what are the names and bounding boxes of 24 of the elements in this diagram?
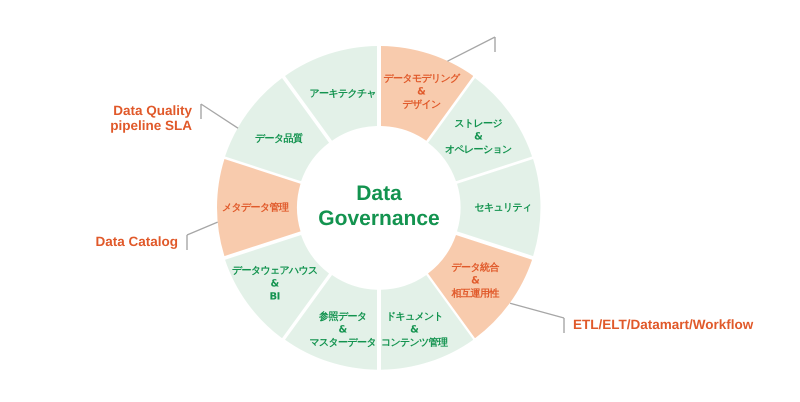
callout-label: ETL/ELT/Datamart/Workflow <box>573 317 754 332</box>
callout-label: Data Catalog <box>95 234 178 249</box>
ring-segment <box>285 275 378 370</box>
segment-label: ストレージ & オペレーション <box>445 118 512 157</box>
leader-line <box>510 302 565 334</box>
ring-segment <box>457 159 541 257</box>
ring-segment <box>225 234 330 338</box>
segment-label: データウェアハウス & BI <box>232 264 318 304</box>
segment-label: データモデリング & デザイン <box>383 72 460 112</box>
leader-line <box>447 36 496 62</box>
segment-label: メタデータ管理 <box>222 201 288 214</box>
segment-label: アーキテクチャ <box>309 88 376 101</box>
center-title: Data Governance <box>318 181 440 231</box>
ring-segment <box>225 78 330 182</box>
segment-label: ドキュメント & コンテンツ管理 <box>381 310 448 350</box>
segment-label: 参照データ & マスターデータ <box>309 310 376 350</box>
callout-label: Data Quality pipeline SLA <box>98 103 192 133</box>
ring-segment <box>380 46 473 141</box>
leader-line <box>200 103 238 129</box>
ring-segment <box>217 159 301 257</box>
segment-label: データ統合 & 相互運用性 <box>452 261 500 300</box>
leader-line <box>186 222 218 251</box>
segment-label: セキュリティ <box>474 201 532 214</box>
segment-label: データ品質 <box>254 132 302 146</box>
